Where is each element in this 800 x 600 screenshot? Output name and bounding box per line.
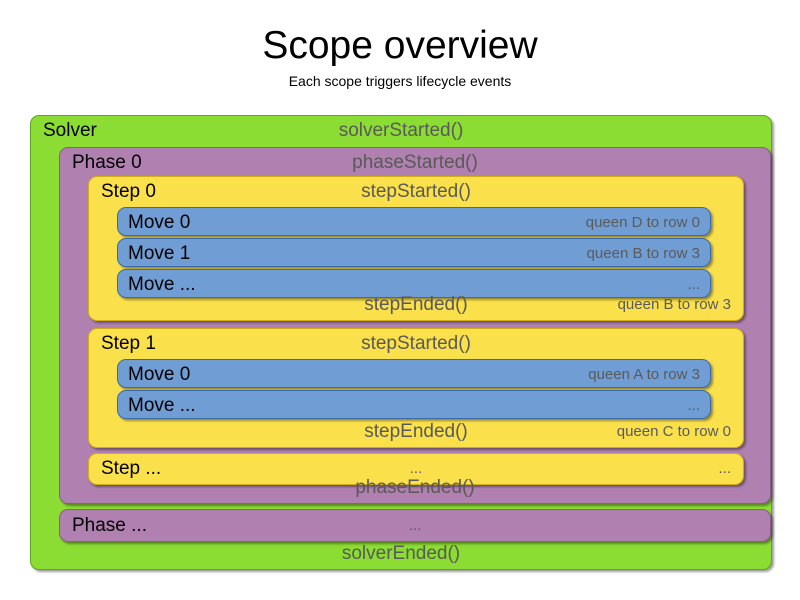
move-detail: ...: [687, 276, 700, 293]
move-scope-0-0[interactable]: Move 0 queen D to row 0: [117, 207, 711, 236]
page-title: Scope overview: [262, 24, 538, 67]
move-scope-1-1[interactable]: Move ... ...: [117, 390, 711, 419]
move-scope-0-2[interactable]: Move ... ...: [117, 269, 711, 298]
step-scope-0[interactable]: Step 0 stepStarted() Move 0 queen D to r…: [88, 176, 744, 321]
phase0-started-event: phaseStarted(): [352, 152, 478, 173]
step1-footer-row: stepEnded() queen C to row 0: [89, 417, 743, 447]
step0-started-event: stepStarted(): [361, 181, 471, 202]
move-detail: queen D to row 0: [585, 214, 700, 231]
solver-started-event: solverStarted(): [338, 120, 464, 141]
phase0-ended-event: phaseEnded(): [355, 477, 475, 498]
move-scope-label: Move 0: [128, 212, 191, 233]
move-scope-label: Move ...: [128, 395, 196, 416]
move-detail: ...: [687, 397, 700, 414]
step1-header-row: Step 1 stepStarted(): [89, 329, 743, 359]
move-row: Move ... ...: [118, 391, 710, 420]
phase-scope-ellipsis[interactable]: Phase ... ...: [59, 509, 771, 542]
move-row: Move 0 queen A to row 3: [118, 360, 710, 389]
move-scope-1-0[interactable]: Move 0 queen A to row 3: [117, 359, 711, 388]
phase-ellipsis-scope-label: Phase ...: [72, 515, 147, 536]
move-detail: queen A to row 3: [588, 366, 700, 383]
solver-scope[interactable]: Solver solverStarted() Phase 0 phaseStar…: [30, 115, 772, 570]
step-ellipsis-event: ...: [409, 460, 423, 477]
step0-ended-event: stepEnded(): [364, 294, 468, 315]
diagram-header: Scope overview Each scope triggers lifec…: [0, 0, 800, 91]
move-scope-0-1[interactable]: Move 1 queen B to row 3: [117, 238, 711, 267]
step1-ended-detail: queen C to row 0: [616, 423, 731, 440]
move-row: Move 1 queen B to row 3: [118, 239, 710, 268]
step0-footer-row: stepEnded() queen B to row 3: [89, 290, 743, 320]
phase-scope-0[interactable]: Phase 0 phaseStarted() Step 0 stepStarte…: [59, 147, 771, 504]
solver-header-row: Solver solverStarted(): [31, 116, 771, 146]
phase0-footer-row: phaseEnded(): [60, 473, 770, 503]
phase-ellipsis-event: ...: [408, 517, 422, 534]
solver-footer-row: solverEnded(): [31, 539, 771, 569]
move-scope-label: Move ...: [128, 274, 196, 295]
page-subtitle: Each scope triggers lifecycle events: [288, 73, 512, 89]
move-row: Move 0 queen D to row 0: [118, 208, 710, 237]
phase-ellipsis-row: Phase ... ...: [60, 510, 770, 541]
step-scope-1[interactable]: Step 1 stepStarted() Move 0 queen A to r…: [88, 328, 744, 448]
step0-header-row: Step 0 stepStarted(): [89, 177, 743, 207]
step-ellipsis-detail: ...: [718, 460, 731, 477]
phase0-header-row: Phase 0 phaseStarted(): [60, 148, 770, 178]
step-ellipsis-scope-label: Step ...: [101, 458, 162, 479]
phase0-scope-label: Phase 0: [72, 152, 142, 173]
step-scope-ellipsis[interactable]: Step ... ... ...: [88, 453, 744, 485]
move-scope-label: Move 0: [128, 364, 191, 385]
step1-started-event: stepStarted(): [361, 333, 471, 354]
solver-scope-label: Solver: [43, 120, 97, 141]
move-row: Move ... ...: [118, 270, 710, 299]
step0-ended-detail: queen B to row 3: [617, 296, 731, 313]
move-scope-label: Move 1: [128, 243, 191, 264]
step-ellipsis-row: Step ... ... ...: [89, 454, 743, 484]
solver-ended-event: solverEnded(): [341, 543, 461, 564]
move-detail: queen B to row 3: [586, 245, 700, 262]
step1-scope-label: Step 1: [101, 333, 156, 354]
step1-ended-event: stepEnded(): [364, 421, 468, 442]
step0-scope-label: Step 0: [101, 181, 156, 202]
